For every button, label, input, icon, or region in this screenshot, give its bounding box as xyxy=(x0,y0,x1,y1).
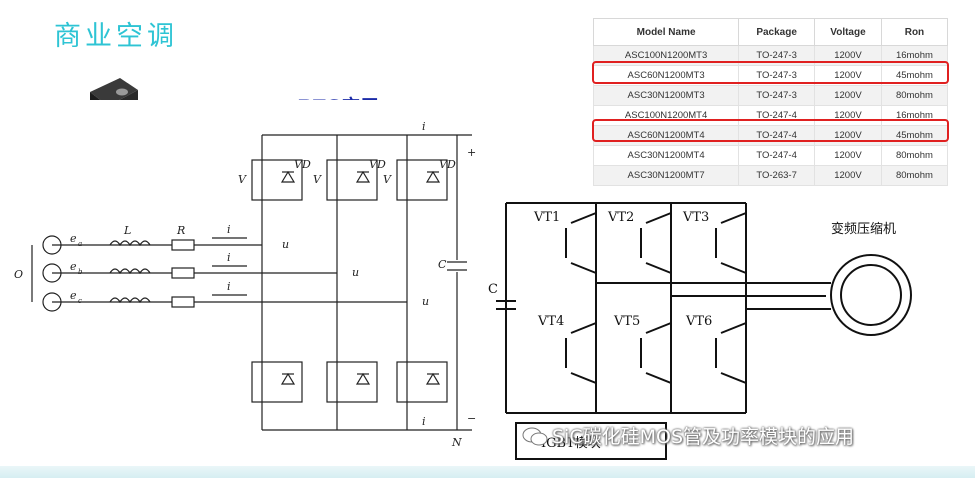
bottom-bar xyxy=(0,466,975,478)
bus-current-bottom: i xyxy=(422,415,426,428)
cell-model: ASC30N1200MT3 xyxy=(592,85,740,106)
cell-voltage: 1200V xyxy=(814,85,882,106)
cell-package: TO-247-4 xyxy=(738,145,816,166)
cell-package: TO-247-3 xyxy=(738,45,816,66)
header-voltage: Voltage xyxy=(814,18,882,46)
cell-package: TO-247-3 xyxy=(738,85,816,106)
minus-label: − xyxy=(467,412,476,425)
module-label: IGBT模块 xyxy=(541,436,601,451)
transistor-label-vt6: VT6 xyxy=(685,314,712,329)
transistor-label-vt3: VT3 xyxy=(682,210,709,225)
node-label-a: u xyxy=(282,238,289,251)
top-diode-label-c: VD xyxy=(439,158,456,171)
current-label-c: i xyxy=(227,280,231,293)
highlight-box-mt3 xyxy=(592,61,949,84)
cell-voltage: 1200V xyxy=(814,165,882,186)
cell-ron: 80mohm xyxy=(880,145,949,166)
bus-current-top: i xyxy=(422,120,426,133)
pfc-circuit-diagram: e e e a b c L R O i i i u u u C + − N V … xyxy=(12,100,487,466)
plus-label: + xyxy=(467,146,476,159)
node-label-c: u xyxy=(422,295,429,308)
inductor-label: L xyxy=(123,224,131,237)
cell-ron: 80mohm xyxy=(880,165,949,186)
cell-ron: 80mohm xyxy=(880,85,949,106)
transistor-label-vt1: VT1 xyxy=(533,210,560,225)
node-label-b: u xyxy=(352,266,359,279)
top-switch-label-c: V xyxy=(383,173,392,186)
cell-voltage: 1200V xyxy=(814,145,882,166)
current-label-b: i xyxy=(227,251,231,264)
cell-package: TO-263-7 xyxy=(738,165,816,186)
wechat-logo-icon xyxy=(522,427,548,446)
motor-label: 变频压缩机 xyxy=(831,221,896,237)
source-label-c: e xyxy=(70,289,77,302)
watermark-text: SiC碳化硅MOS管及功率模块的应用 xyxy=(552,426,855,448)
top-switch-label-b: V xyxy=(313,173,322,186)
table-header-row: Model Name Package Voltage Ron xyxy=(592,18,949,46)
ground-label: O xyxy=(14,268,23,281)
top-diode-label-b: VD xyxy=(369,158,386,171)
cell-model: ASC100N1200MT3 xyxy=(592,45,740,66)
header-ron: Ron xyxy=(880,18,949,46)
resistor-label: R xyxy=(176,224,185,237)
transistor-label-vt2: VT2 xyxy=(607,210,634,225)
transistor-label-vt5: VT5 xyxy=(613,314,640,329)
inverter-capacitor-label: C xyxy=(488,282,498,297)
current-label-a: i xyxy=(227,223,231,236)
model-table: Model Name Package Voltage Ron ASC100N12… xyxy=(592,18,949,186)
inverter-circuit-diagram: VT1 VT2 VT3 VT4 VT5 VT6 C 变频压缩机 IGBT模块 xyxy=(488,202,912,460)
transistor-label-vt4: VT4 xyxy=(537,314,564,329)
source-label-a: e xyxy=(70,232,77,245)
cell-model: ASC30N1200MT4 xyxy=(592,145,740,166)
page-title: 商业空调 xyxy=(54,21,178,52)
source-sub-b: b xyxy=(78,268,83,276)
cell-model: ASC30N1200MT7 xyxy=(592,165,740,186)
top-diode-label-a: VD xyxy=(294,158,311,171)
source-sub-c: c xyxy=(78,297,82,305)
header-package: Package xyxy=(738,18,816,46)
highlight-box-mt4 xyxy=(592,119,949,142)
top-switch-label-a: V xyxy=(238,173,247,186)
negative-bus-label: N xyxy=(451,436,462,449)
source-label-b: e xyxy=(70,260,77,273)
capacitor-label: C xyxy=(438,258,447,271)
header-model-name: Model Name xyxy=(592,18,740,46)
source-sub-a: a xyxy=(78,240,82,248)
